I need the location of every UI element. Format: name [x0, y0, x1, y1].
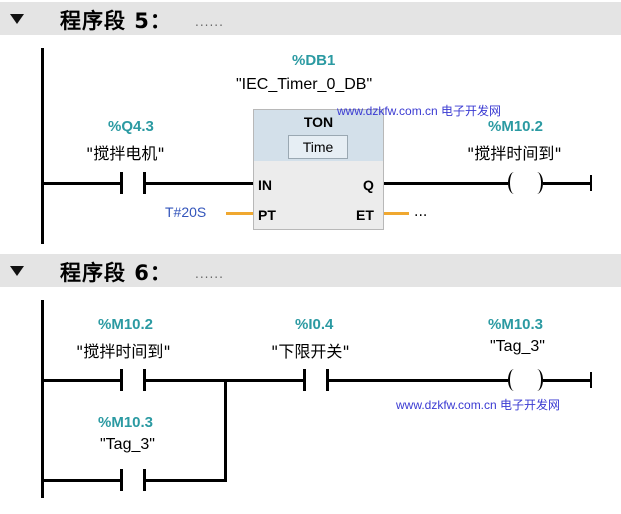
- rung-wire: [329, 379, 508, 382]
- et-value[interactable]: ...: [414, 204, 428, 220]
- ton-box-subtype[interactable]: Time: [288, 135, 348, 159]
- timer-instance-name[interactable]: "IEC_Timer_0_DB": [236, 76, 373, 93]
- network-6-comment[interactable]: ......: [195, 267, 224, 281]
- ton-box-type: TON: [303, 114, 334, 130]
- watermark-text: www.dzkfw.com.cn 电子开发网: [396, 398, 561, 412]
- pin-et-label: ET: [356, 207, 374, 223]
- contact-i04-address: %I0.4: [295, 316, 334, 333]
- watermark-text: www.dzkfw.com.cn 电子开发网: [337, 104, 502, 118]
- et-output-wire: [384, 212, 409, 215]
- collapse-triangle-icon[interactable]: [10, 14, 24, 24]
- network-5-title: 程序段 5：: [60, 9, 172, 33]
- no-contact-icon[interactable]: [120, 172, 123, 194]
- network-5-header[interactable]: 程序段 5： ......: [0, 2, 621, 35]
- contact-m102-name[interactable]: "搅拌时间到": [76, 342, 171, 361]
- pin-pt-label: PT: [258, 207, 276, 223]
- pt-input-wire: [226, 212, 253, 215]
- coil-icon[interactable]: [508, 369, 520, 391]
- rung-wire: [543, 182, 590, 185]
- contact-m102-address: %M10.2: [98, 316, 154, 333]
- no-contact-icon[interactable]: [326, 369, 329, 391]
- coil-m102-name[interactable]: "搅拌时间到": [467, 144, 562, 163]
- collapse-triangle-icon[interactable]: [10, 266, 24, 276]
- left-power-rail: [41, 48, 44, 244]
- rung-wire: [146, 182, 253, 185]
- contact-i04-name[interactable]: "下限开关": [271, 342, 350, 361]
- coil-m102-address: %M10.2: [488, 118, 544, 135]
- no-contact-icon[interactable]: [143, 172, 146, 194]
- timer-instance-address: %DB1: [292, 52, 336, 69]
- rung-wire: [44, 182, 120, 185]
- network-5-comment[interactable]: ......: [195, 15, 224, 29]
- no-contact-icon[interactable]: [120, 469, 123, 491]
- rung-end: [590, 175, 592, 191]
- coil-icon[interactable]: [531, 369, 543, 391]
- rung-wire: [44, 379, 120, 382]
- rung-end: [590, 372, 592, 388]
- left-power-rail: [41, 300, 44, 498]
- rung-wire: [44, 479, 120, 482]
- coil-icon[interactable]: [508, 172, 520, 194]
- coil-m103-name[interactable]: "Tag_3": [490, 338, 545, 355]
- coil-m103-address: %M10.3: [488, 316, 544, 333]
- contact-m103-name[interactable]: "Tag_3": [100, 436, 155, 453]
- pin-q-label: Q: [363, 177, 374, 193]
- coil-icon[interactable]: [531, 172, 543, 194]
- network-6-header[interactable]: 程序段 6： ......: [0, 254, 621, 287]
- pin-in-label: IN: [258, 177, 272, 193]
- ton-box-header: TON Time: [254, 110, 383, 161]
- rung-wire: [384, 182, 508, 185]
- no-contact-icon[interactable]: [303, 369, 306, 391]
- pt-value[interactable]: T#20S: [165, 204, 207, 220]
- contact-q43-name[interactable]: "搅拌电机": [86, 144, 165, 163]
- contact-m103-address: %M10.3: [98, 414, 154, 431]
- network-6-title: 程序段 6：: [60, 261, 172, 285]
- contact-q43-address: %Q4.3: [108, 118, 154, 135]
- no-contact-icon[interactable]: [143, 369, 146, 391]
- branch-wire: [224, 379, 227, 482]
- ton-timer-box[interactable]: TON Time IN PT Q ET: [253, 109, 384, 230]
- rung-wire: [543, 379, 590, 382]
- rung-wire: [146, 479, 227, 482]
- no-contact-icon[interactable]: [143, 469, 146, 491]
- no-contact-icon[interactable]: [120, 369, 123, 391]
